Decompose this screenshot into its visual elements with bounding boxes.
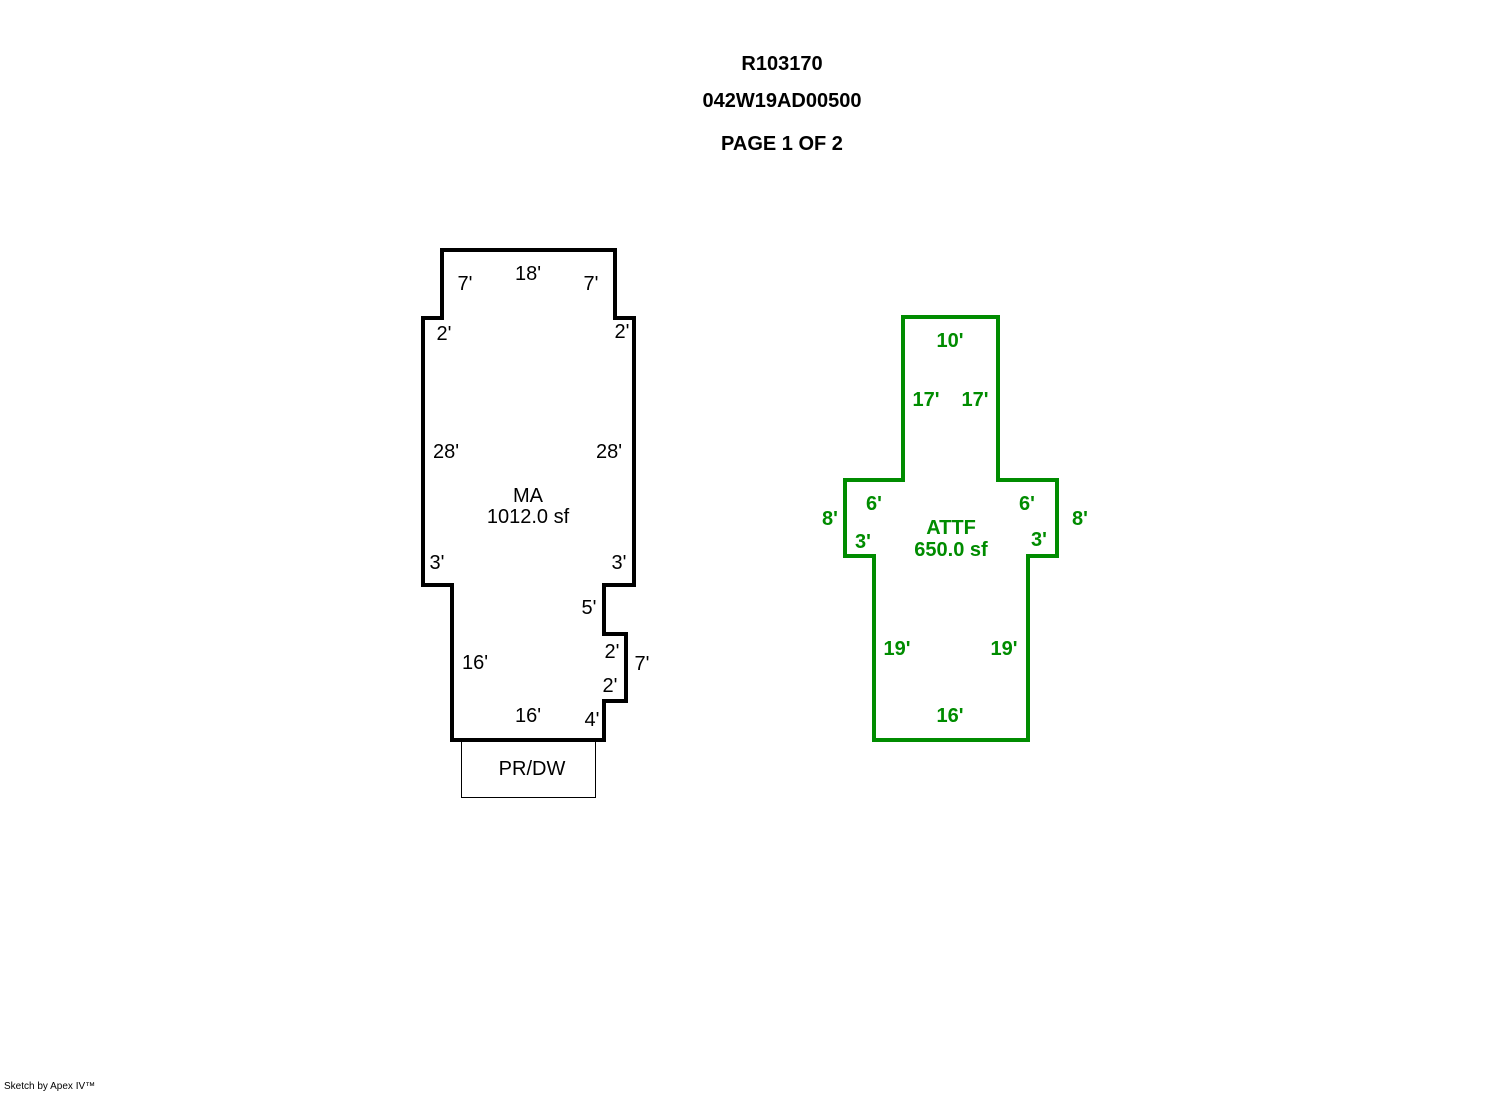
- main-area-dim-left-side: 28': [433, 441, 459, 463]
- attached-floor-dim-lower-right: 19': [990, 638, 1017, 660]
- attached-floor-dim-top: 10': [936, 330, 963, 352]
- main-area-outline: [421, 248, 636, 742]
- sketch-credit: Sketch by Apex IV™: [4, 1081, 96, 1092]
- attached-floor-dim-upper-left: 17': [912, 389, 939, 411]
- main-area-dim-right-side: 28': [596, 441, 622, 463]
- main-area-dim-upper-left-jog: 2': [437, 323, 452, 345]
- attached-floor-dim-upper-right: 17': [961, 389, 988, 411]
- main-area-dim-bay-upper: 2': [605, 641, 620, 663]
- main-area-size: 1012.0 sf: [487, 506, 570, 528]
- main-area-dim-top-left-step: 7': [458, 273, 473, 295]
- main-area-dim-bay-lower: 2': [603, 675, 618, 697]
- parcel-number: 042W19AD00500: [702, 90, 862, 112]
- main-area-dim-mid-right-jog: 3': [612, 552, 627, 574]
- attached-floor-dim-left-wing-bottom: 3': [855, 531, 871, 553]
- attached-floor-dim-right-wing-outer: 8': [1072, 508, 1088, 530]
- attached-floor-dim-right-wing-bottom: 3': [1031, 529, 1047, 551]
- main-area-dim-lower-left: 16': [462, 652, 488, 674]
- main-area-code: MA: [513, 485, 544, 507]
- porch-outline: [461, 741, 596, 798]
- main-area-dim-top-right-step: 7': [584, 273, 599, 295]
- attached-floor-size: 650.0 sf: [914, 539, 988, 561]
- attached-floor-dim-left-wing-outer: 8': [822, 508, 838, 530]
- attached-floor-dim-lower-left: 19': [883, 638, 910, 660]
- main-area-dim-bay-outer: 7': [635, 653, 650, 675]
- attached-floor-outline: [843, 315, 1059, 742]
- attached-floor-code: ATTF: [926, 517, 976, 539]
- attached-floor-dim-right-wing-top: 6': [1019, 493, 1035, 515]
- main-area-dim-bottom: 16': [515, 705, 541, 727]
- main-area-dim-upper-right-jog: 2': [615, 321, 630, 343]
- attached-floor-dim-left-wing-top: 6': [866, 493, 882, 515]
- attached-floor-dim-bottom: 16': [936, 705, 963, 727]
- porch-label: PR/DW: [499, 758, 566, 780]
- record-id: R103170: [741, 53, 823, 75]
- main-area-dim-bottom-right: 4': [585, 709, 600, 731]
- main-area-dim-right-lower-segment: 5': [582, 597, 597, 619]
- main-area-dim-top: 18': [515, 263, 541, 285]
- main-area-dim-mid-left-jog: 3': [430, 552, 445, 574]
- page-indicator: PAGE 1 OF 2: [721, 133, 843, 155]
